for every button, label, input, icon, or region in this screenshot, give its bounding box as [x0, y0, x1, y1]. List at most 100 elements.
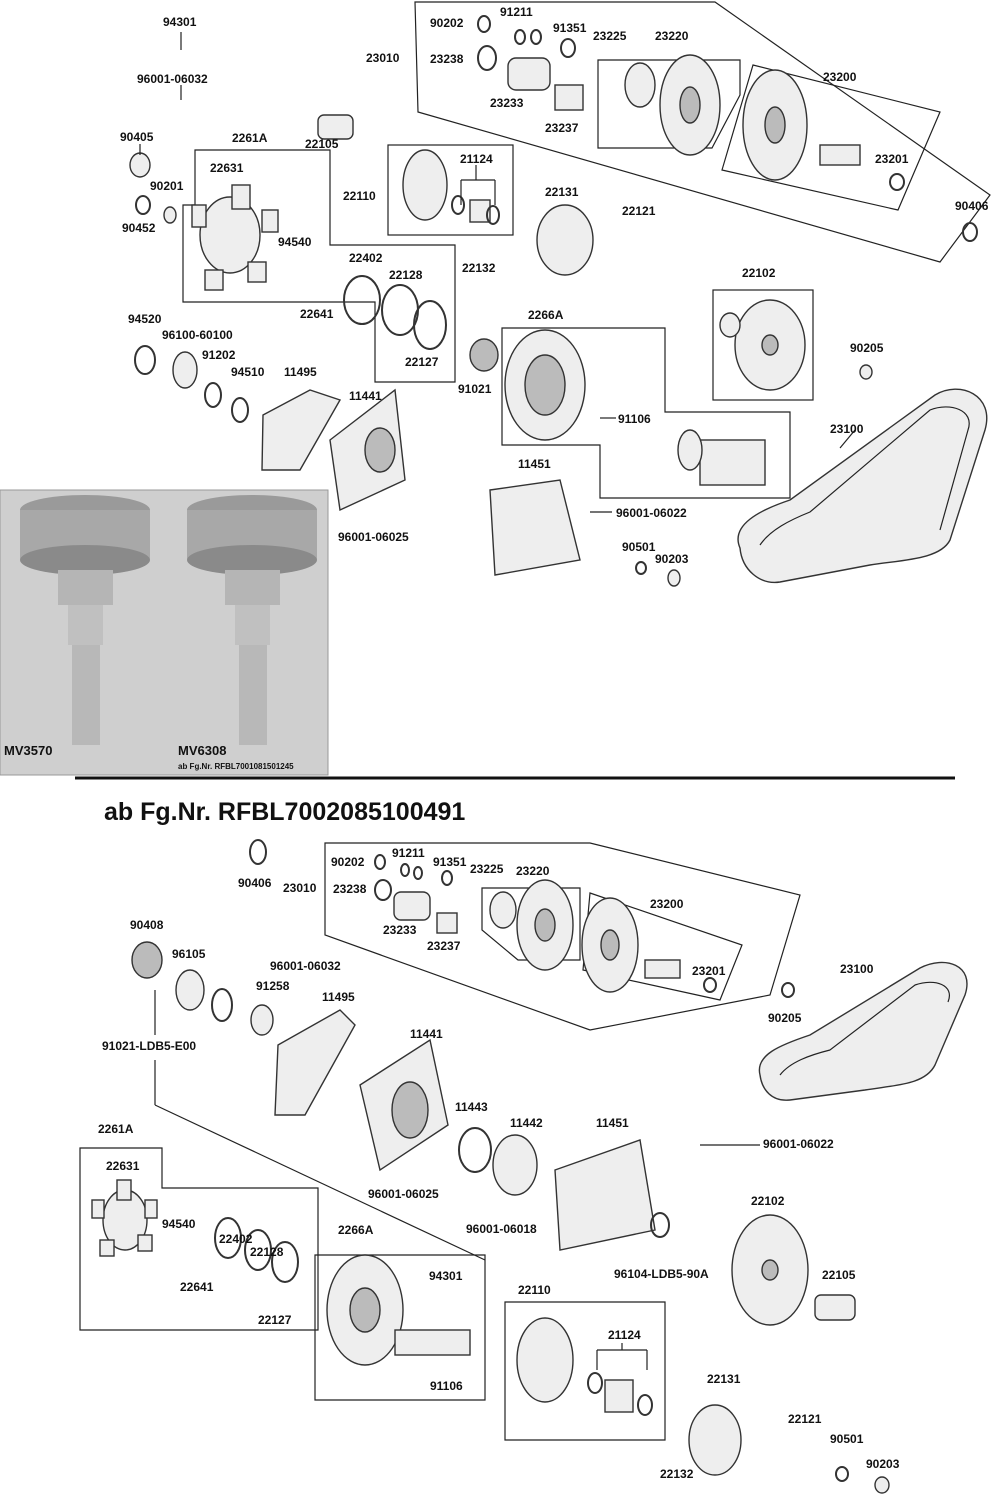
label-22641: 22641	[300, 307, 334, 321]
outline-box-2261A	[182, 149, 456, 383]
label-b-90203: 90203	[866, 1457, 900, 1471]
label-b-11441: 11441	[410, 1027, 443, 1041]
fan-22102	[719, 299, 806, 391]
sleeve-22105-bottom	[814, 1294, 856, 1321]
label-91351: 91351	[553, 21, 587, 35]
label-90205: 90205	[850, 341, 884, 355]
label-94520: 94520	[128, 312, 162, 326]
housing-11451	[489, 479, 581, 576]
photo-label-mv3570: MV3570	[4, 743, 52, 758]
label-b-2266A: 2266A	[338, 1223, 374, 1237]
photo-inset: MV3570 MV6308 ab Fg.Nr. RFBL700108150124…	[0, 489, 329, 776]
label-23220: 23220	[655, 29, 689, 43]
section-heading: ab Fg.Nr. RFBL7002085100491	[104, 798, 465, 826]
fan-22131	[536, 204, 594, 276]
label-23237: 23237	[545, 121, 579, 135]
label-11495: 11495	[284, 365, 317, 379]
label-b-22105: 22105	[822, 1268, 856, 1282]
leader-lines-bottom	[154, 990, 760, 1370]
label-b-96105: 96105	[172, 947, 206, 961]
label-91106: 91106	[618, 412, 651, 426]
label-b-22127: 22127	[258, 1313, 292, 1327]
label-b-90205: 90205	[768, 1011, 802, 1025]
label-b-23010: 23010	[283, 881, 317, 895]
cover-11441-bottom	[359, 1038, 449, 1172]
label-22127: 22127	[405, 355, 439, 369]
label-94540: 94540	[278, 235, 312, 249]
label-b-22132: 22132	[660, 1467, 694, 1481]
weights-2261A-bottom	[91, 1179, 158, 1257]
rings-top-cluster	[477, 15, 576, 71]
label-b-11495: 11495	[322, 990, 355, 1004]
cam-22110-bottom	[516, 1317, 653, 1416]
label-94301: 94301	[163, 15, 197, 29]
driven-plate-23200-bottom	[581, 897, 717, 993]
label-b-96104-LDB5-90A: 96104-LDB5-90A	[614, 1267, 709, 1281]
label-b-94540: 94540	[162, 1217, 196, 1231]
label-b-2261A: 2261A	[98, 1122, 134, 1136]
outline-box-23200	[721, 64, 941, 211]
label-b-96001-06032: 96001-06032	[270, 959, 341, 973]
outline-box-2266A-bottom	[314, 1254, 486, 1401]
outline-box-23220	[597, 59, 741, 149]
label-b-23238: 23238	[333, 882, 367, 896]
label-96001-06025: 96001-06025	[338, 530, 409, 544]
bearings-left-bottom	[131, 941, 795, 1036]
label-b-90202: 90202	[331, 855, 365, 869]
label-90202: 90202	[430, 16, 464, 30]
plates-22128-22127	[343, 275, 447, 350]
label-b-22631: 22631	[106, 1159, 140, 1173]
label-b-22131: 22131	[707, 1372, 741, 1386]
label-23233: 23233	[490, 96, 524, 110]
label-94510: 94510	[231, 365, 265, 379]
photo-label-mv6308: MV6308	[178, 743, 226, 758]
outline-box-23010-bottom	[324, 842, 801, 1031]
label-90406: 90406	[955, 199, 989, 213]
label-b-96001-06018: 96001-06018	[466, 1222, 537, 1236]
label-b-91021-LDB5-E00: 91021-LDB5-E00	[102, 1039, 196, 1053]
photo-sublabel-mv6308: ab Fg.Nr. RFBL7001081501245	[178, 762, 294, 771]
label-22631: 22631	[210, 161, 244, 175]
label-96100-60100: 96100-60100	[162, 328, 233, 342]
driven-plate-23200	[742, 69, 905, 191]
outline-box-22110-bottom	[504, 1301, 666, 1441]
label-90201: 90201	[150, 179, 184, 193]
spring-23233-bottom	[393, 891, 458, 934]
label-90405: 90405	[120, 130, 154, 144]
label-91021: 91021	[458, 382, 492, 396]
label-b-91211: 91211	[392, 846, 425, 860]
drive-plate-23220-bottom	[489, 879, 574, 971]
outline-box-22110	[387, 144, 514, 236]
label-b-11443: 11443	[455, 1100, 488, 1114]
label-23238: 23238	[430, 52, 464, 66]
label-b-96001-06025: 96001-06025	[368, 1187, 439, 1201]
label-23100: 23100	[830, 422, 864, 436]
label-b-23233: 23233	[383, 923, 417, 937]
label-90501: 90501	[622, 540, 656, 554]
label-2266A: 2266A	[528, 308, 564, 322]
fan-22131-bottom	[688, 1404, 742, 1476]
label-22105: 22105	[305, 137, 339, 151]
parts-11443-11442	[458, 1127, 538, 1196]
label-22128: 22128	[389, 268, 423, 282]
drum-photo-mv3570	[20, 495, 150, 745]
plates-22128-22127-bottom	[214, 1217, 299, 1283]
outline-box-2261A-bottom	[79, 1147, 319, 1331]
label-b-22128: 22128	[250, 1245, 284, 1259]
label-b-94301: 94301	[429, 1269, 463, 1283]
label-23201: 23201	[875, 152, 909, 166]
label-b-23100: 23100	[840, 962, 874, 976]
label-b-22110: 22110	[518, 1283, 551, 1297]
outline-box-23010	[414, 1, 991, 263]
label-91211: 91211	[500, 5, 533, 19]
small-parts-bottom	[835, 1466, 890, 1494]
label-b-91106: 91106	[430, 1379, 463, 1393]
cover-11495-11441	[261, 388, 406, 512]
label-2261A: 2261A	[232, 131, 268, 145]
label-b-22402: 22402	[219, 1232, 253, 1246]
label-b-22121: 22121	[788, 1412, 822, 1426]
label-b-21124: 21124	[608, 1328, 641, 1342]
rings-bottom-cluster	[249, 839, 453, 901]
label-22110: 22110	[343, 189, 376, 203]
